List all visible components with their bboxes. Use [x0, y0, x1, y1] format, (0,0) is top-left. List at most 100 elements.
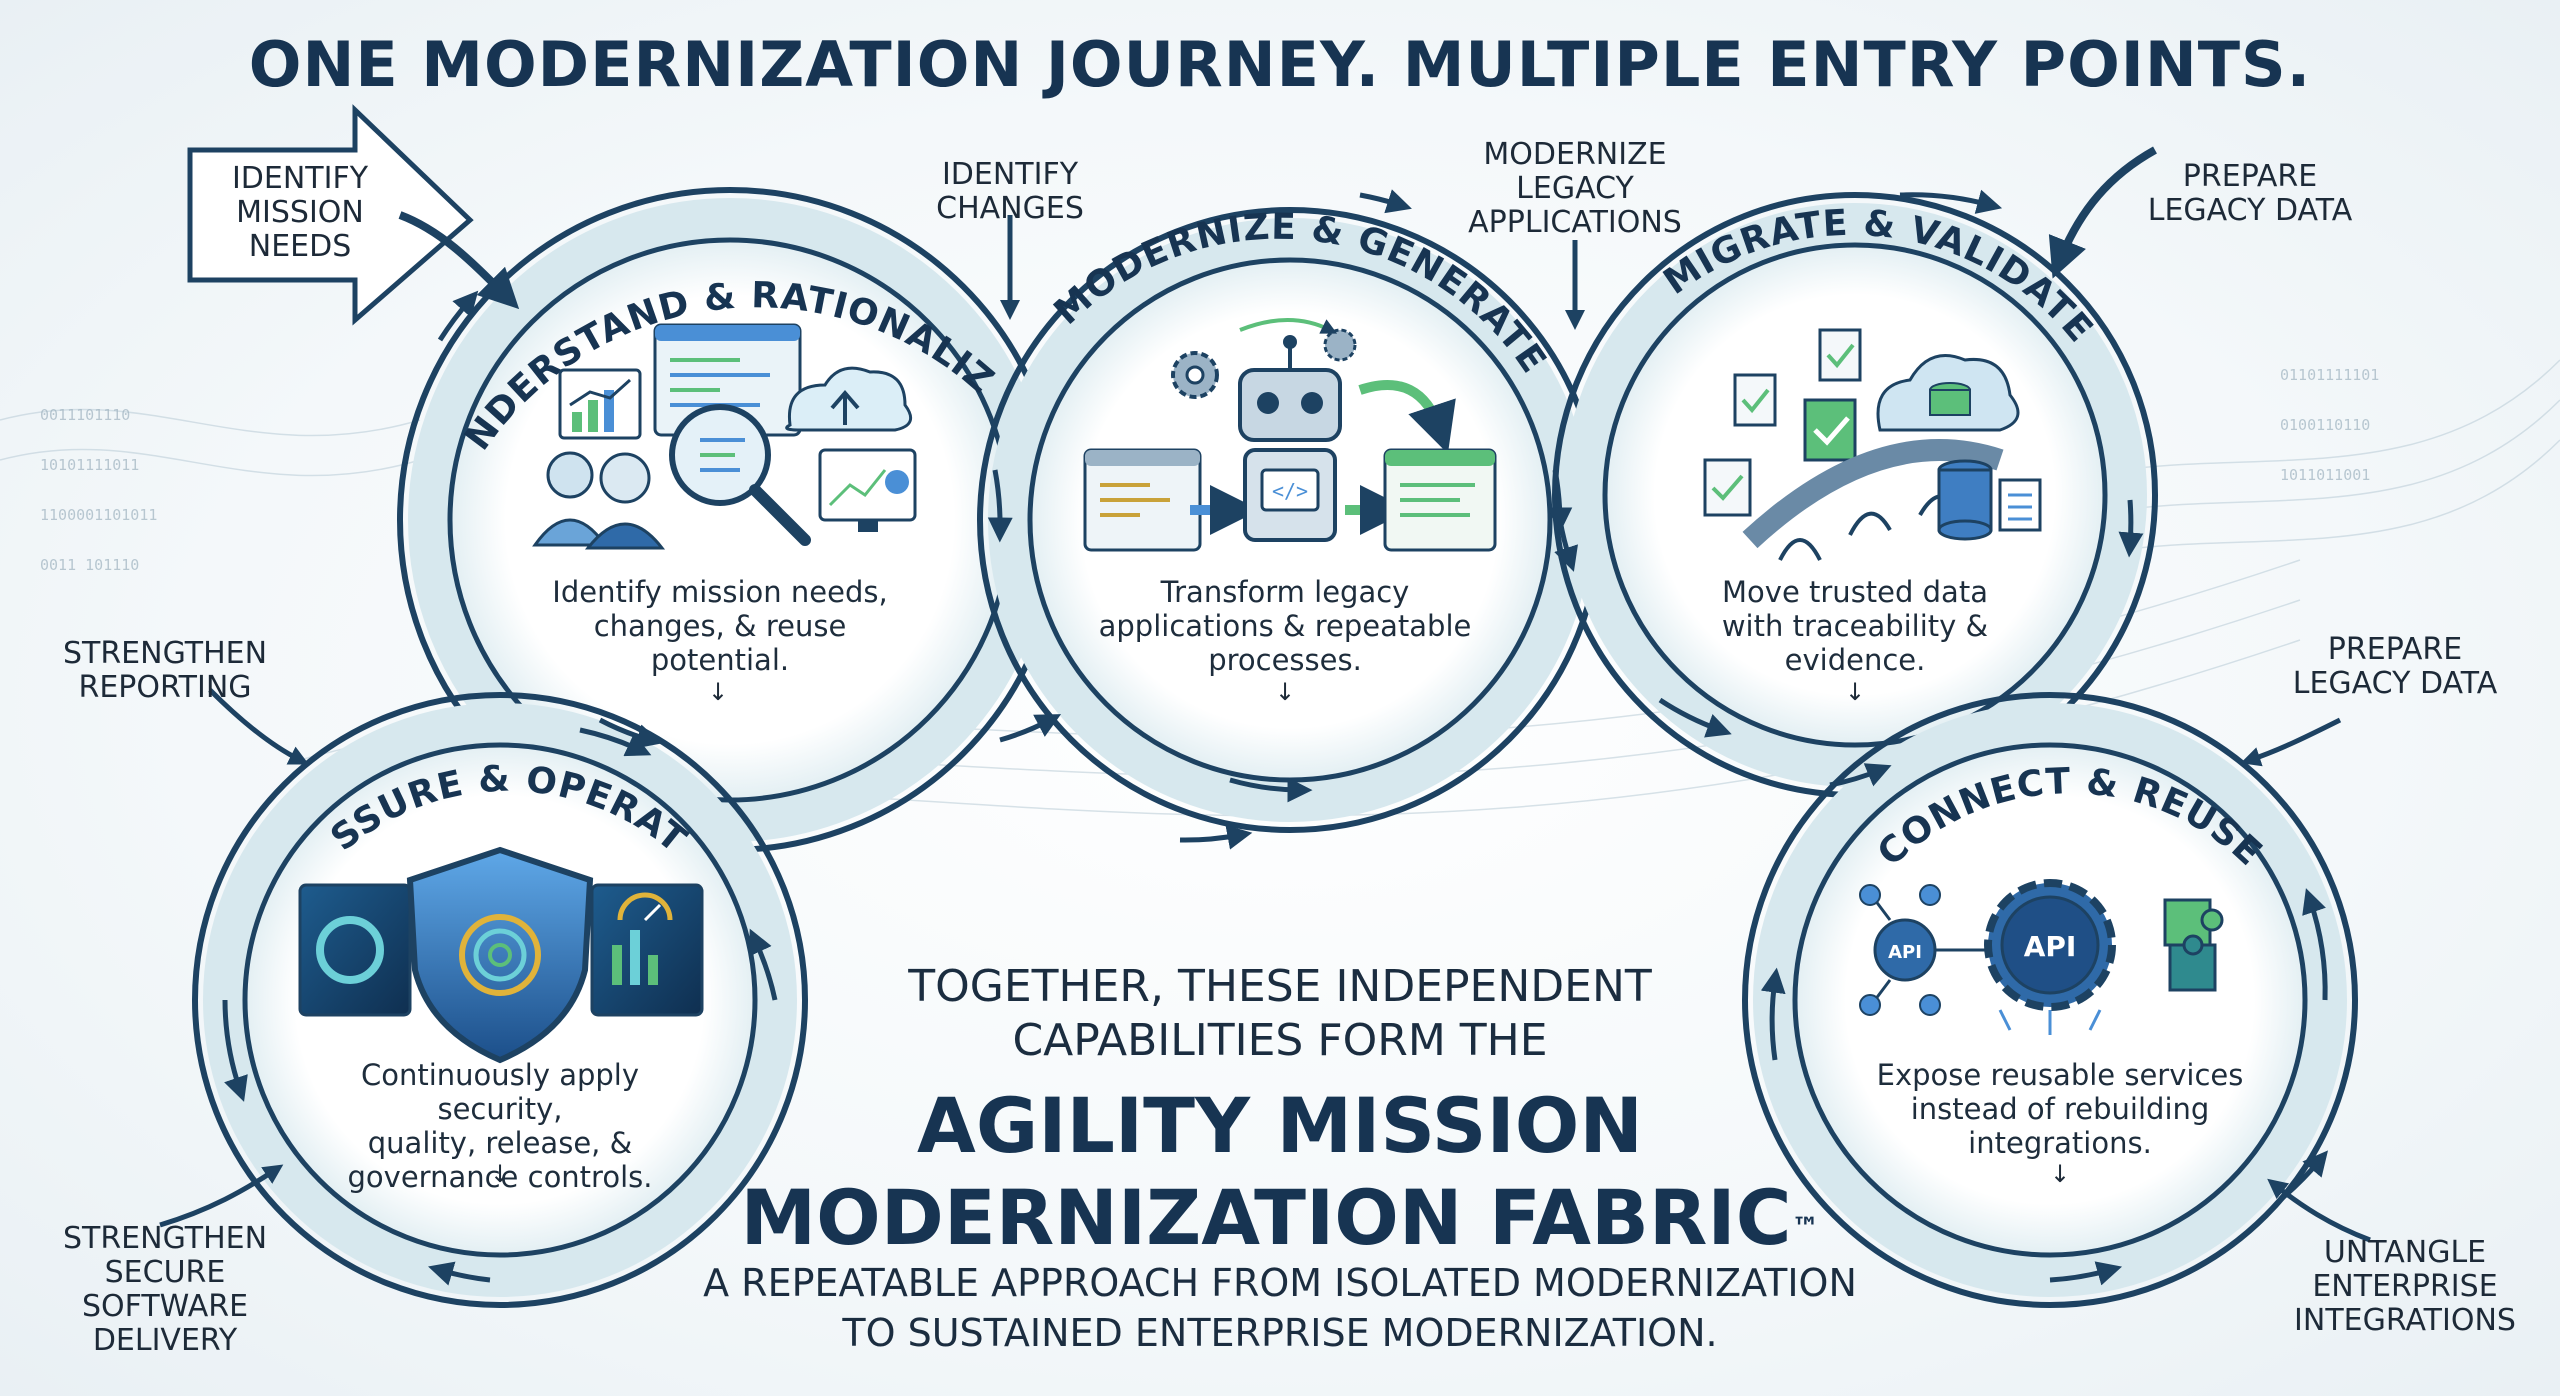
- desc-line: Continuously apply security,: [360, 1058, 640, 1126]
- entry-line: MODERNIZE: [1483, 137, 1667, 172]
- entry-strengthen-secure-software-delivery: STRENGTHEN SECURE SOFTWARE DELIVERY: [55, 1222, 275, 1358]
- api-gear-icon: API: [1984, 879, 2116, 1035]
- svg-text:↓: ↓: [490, 1160, 510, 1188]
- desc-line: evidence.: [1784, 643, 1926, 677]
- desc-line: governance controls.: [347, 1160, 653, 1194]
- cloud-upload-icon: [785, 366, 913, 432]
- entry-identify-mission-needs: IDENTIFY MISSION NEEDS: [205, 162, 395, 264]
- entry-line: STRENGTHEN: [62, 1221, 268, 1256]
- puzzle-icon: [2163, 898, 2224, 992]
- entry-line: STRENGTHEN: [62, 636, 268, 671]
- desc-line: changes, & reuse: [593, 609, 847, 643]
- desc-line: integrations.: [1968, 1126, 2152, 1160]
- stage-assure-description: Continuously apply security, quality, re…: [300, 1058, 700, 1194]
- shield-icon: [406, 846, 594, 1064]
- entry-line: NEEDS: [248, 229, 352, 264]
- bar-chart-icon: [558, 368, 642, 440]
- entry-line: LEGACY DATA: [2292, 666, 2498, 701]
- desc-down-arrows: ↓ ↓ ↓ ↓ ↓: [490, 678, 2070, 1188]
- entry-prepare-legacy-data-right: PREPARE LEGACY DATA: [2275, 633, 2515, 701]
- svg-text:API: API: [1888, 942, 1922, 963]
- stage-connect-description: Expose reusable services instead of rebu…: [1870, 1058, 2250, 1160]
- binary-decoration: 0011101110 10101111011 1100001101011 001…: [40, 366, 2379, 574]
- entry-line: UNTANGLE: [2323, 1235, 2487, 1270]
- svg-text:↓: ↓: [2050, 1160, 2070, 1188]
- gear-icon: [1171, 351, 1219, 399]
- brand-line: AGILITY MISSION: [917, 1081, 1643, 1170]
- desc-line: processes.: [1208, 643, 1362, 677]
- entry-line: PREPARE: [2182, 159, 2318, 194]
- entry-line: IDENTIFY: [941, 157, 1079, 192]
- database-icon: [1937, 459, 2042, 541]
- refresh-arrow-icon: [1239, 318, 1338, 334]
- checklist-document-icon: [1703, 328, 1862, 517]
- monitor-chart-icon: [818, 448, 917, 532]
- svg-text:1100001101011: 1100001101011: [40, 506, 157, 524]
- stage-modernize-description: Transform legacy applications & repeatab…: [1095, 575, 1475, 677]
- desc-line: quality, release, &: [367, 1126, 633, 1160]
- entry-line: IDENTIFY: [231, 161, 369, 196]
- svg-text:0100110110: 0100110110: [2280, 416, 2370, 434]
- entry-arrows: [159, 104, 2371, 1243]
- entry-line: CHANGES: [936, 191, 1084, 226]
- entry-line: SECURE: [104, 1255, 226, 1290]
- code-window-icon: [1083, 448, 1202, 552]
- center-intro: TOGETHER, THESE INDEPENDENT CAPABILITIES…: [560, 960, 2000, 1068]
- big-entry-arrow: [187, 104, 474, 326]
- robot-icon: </>: [1238, 335, 1342, 542]
- entry-identify-changes: IDENTIFY CHANGES: [900, 158, 1120, 226]
- svg-text:01101111101: 01101111101: [2280, 366, 2379, 384]
- entry-untangle-enterprise-integrations: UNTANGLE ENTERPRISE INTEGRATIONS: [2275, 1236, 2535, 1338]
- entry-line: SOFTWARE: [81, 1289, 249, 1324]
- stage-understand-description: Identify mission needs, changes, & reuse…: [540, 575, 900, 677]
- entry-strengthen-reporting: STRENGTHEN REPORTING: [50, 637, 280, 705]
- desc-line: applications & repeatable: [1098, 609, 1472, 643]
- entry-line: ENTERPRISE: [2312, 1269, 2498, 1304]
- cloud-database-icon: [1876, 354, 2020, 432]
- document-window-icon: [1383, 448, 1497, 552]
- assure-illustration: [298, 846, 704, 1064]
- entry-line: LEGACY DATA: [2147, 193, 2353, 228]
- brand-line-with-trademark: MODERNIZATION FABRIC™: [560, 1172, 2000, 1264]
- people-icon: [532, 451, 666, 550]
- svg-text:↓: ↓: [1275, 678, 1295, 706]
- entry-line: PREPARE: [2327, 632, 2463, 667]
- modernize-illustration: </>: [1083, 318, 1497, 552]
- tagline-line: TO SUSTAINED ENTERPRISE MODERNIZATION.: [842, 1311, 1718, 1355]
- entry-line: MISSION: [236, 195, 364, 230]
- api-node-icon: API: [1859, 884, 1990, 1016]
- center-tagline: A REPEATABLE APPROACH FROM ISOLATED MODE…: [560, 1258, 2000, 1358]
- entry-line: INTEGRATIONS: [2294, 1303, 2516, 1338]
- svg-text:↓: ↓: [1845, 678, 1865, 706]
- migrate-illustration: [1703, 328, 2042, 561]
- brand-line: MODERNIZATION FABRIC: [740, 1173, 1792, 1262]
- intro-line: CAPABILITIES FORM THE: [1012, 1015, 1548, 1066]
- entry-line: APPLICATIONS: [1468, 205, 1682, 240]
- entry-line: LEGACY: [1516, 171, 1634, 206]
- intro-line: TOGETHER, THESE INDEPENDENT: [908, 961, 1652, 1012]
- center-brand: AGILITY MISSION MODERNIZATION FABRIC™: [560, 1080, 2000, 1264]
- desc-line: with traceability &: [1721, 609, 1989, 643]
- code-window-icon: [653, 323, 802, 437]
- svg-text:↓: ↓: [708, 678, 728, 706]
- stage-migrate-description: Move trusted data with traceability & ev…: [1685, 575, 2025, 677]
- tagline-line: A REPEATABLE APPROACH FROM ISOLATED MODE…: [703, 1261, 1857, 1305]
- entry-line: REPORTING: [78, 670, 252, 705]
- svg-text:10101111011: 10101111011: [40, 456, 139, 474]
- trademark-symbol: ™: [1791, 1211, 1820, 1244]
- desc-line: potential.: [650, 643, 790, 677]
- gear-icon: [1323, 328, 1357, 362]
- understand-illustration: [532, 323, 917, 550]
- page-title: ONE MODERNIZATION JOURNEY. MULTIPLE ENTR…: [248, 28, 2312, 101]
- svg-text:</>: </>: [1272, 479, 1308, 503]
- svg-text:1011011001: 1011011001: [2280, 466, 2370, 484]
- gauge-icon: [617, 892, 673, 922]
- desc-line: Identify mission needs,: [552, 575, 888, 609]
- desc-line: Transform legacy: [1160, 575, 1410, 609]
- ring-flow-arrows: [222, 189, 2329, 1286]
- magnifier-icon: [669, 404, 811, 546]
- svg-text:0011101110: 0011101110: [40, 406, 130, 424]
- connect-illustration: API API: [1859, 879, 2224, 1035]
- entry-line: DELIVERY: [92, 1323, 238, 1358]
